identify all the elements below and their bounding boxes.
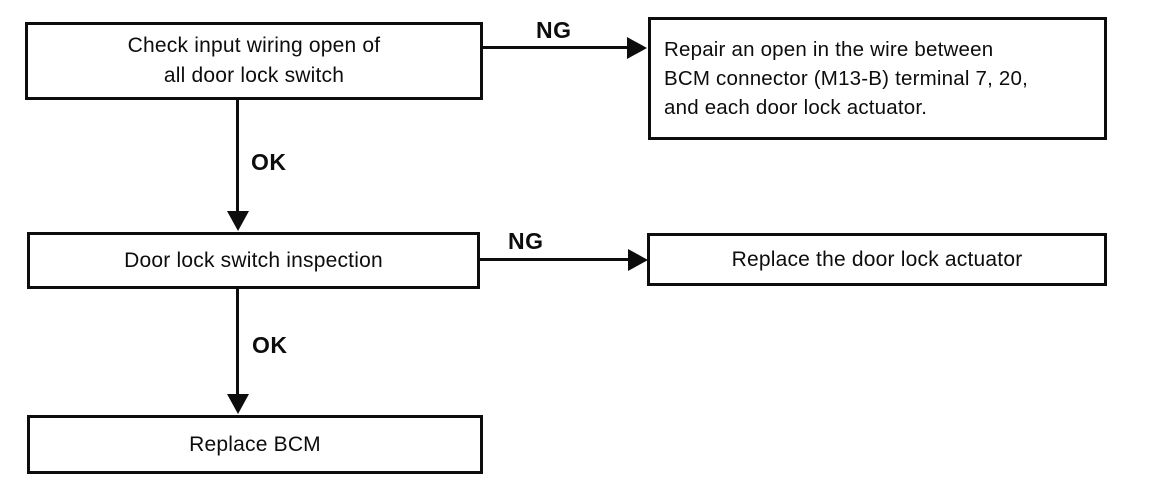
connector-line-check-to-repair: [483, 46, 628, 49]
arrowhead-down-icon: [227, 394, 249, 414]
node-check-input-wiring-line2: all door lock switch: [163, 64, 345, 87]
connector-line-check-to-inspection: [236, 100, 239, 212]
node-replace-door-lock-actuator: Replace the door lock actuator: [647, 233, 1107, 286]
arrowhead-right-icon: [627, 37, 647, 59]
connector-label-ng-2: NG: [508, 228, 544, 254]
node-replace-bcm: Replace BCM: [27, 415, 483, 474]
node-check-input-wiring: Check input wiring open of all door lock…: [25, 22, 483, 100]
connector-label-ok-2: OK: [252, 332, 288, 358]
connector-line-inspection-to-bcm: [236, 289, 239, 397]
node-door-lock-switch-inspection-label: Door lock switch inspection: [124, 248, 383, 272]
arrowhead-right-icon: [628, 249, 648, 271]
node-replace-door-lock-actuator-label: Replace the door lock actuator: [731, 247, 1023, 271]
node-door-lock-switch-inspection: Door lock switch inspection: [27, 232, 480, 289]
node-repair-open-wire-line3: and each door lock actuator.: [664, 96, 928, 119]
connector-line-inspection-to-actuator: [480, 258, 628, 261]
node-replace-bcm-label: Replace BCM: [189, 432, 321, 456]
node-repair-open-wire: Repair an open in the wire between BCM c…: [648, 17, 1107, 140]
node-check-input-wiring-line1: Check input wiring open of: [127, 34, 381, 57]
node-repair-open-wire-line2: BCM connector (M13-B) terminal 7, 20,: [664, 67, 1028, 90]
connector-label-ng-1: NG: [536, 17, 572, 43]
node-repair-open-wire-line1: Repair an open in the wire between: [664, 38, 994, 61]
connector-label-ok-1: OK: [251, 149, 287, 175]
arrowhead-down-icon: [227, 211, 249, 231]
